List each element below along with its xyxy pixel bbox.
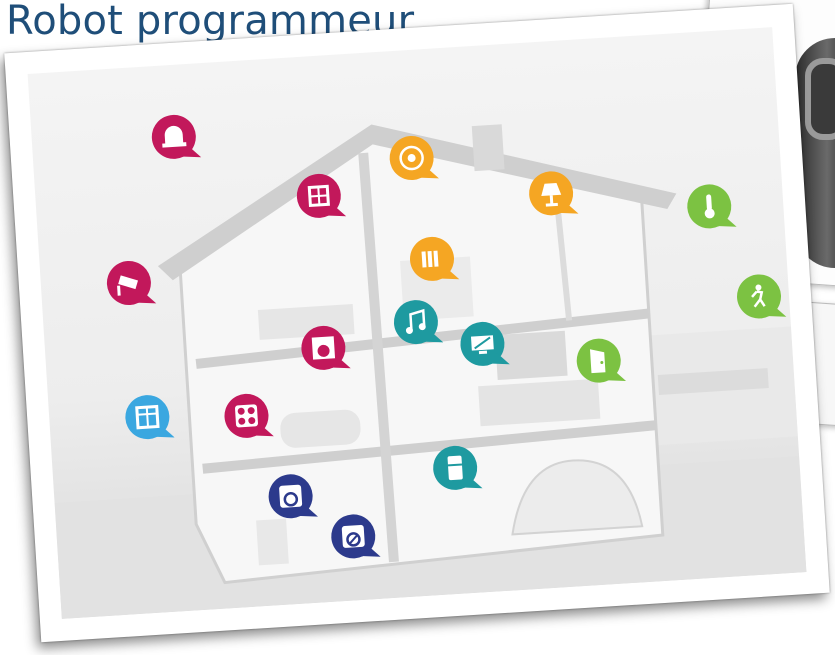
- sofa: [478, 378, 601, 427]
- car: [511, 459, 644, 536]
- terrace-bench: [657, 368, 769, 395]
- cooktop-icon: [223, 392, 274, 440]
- oven-icon: [300, 324, 351, 372]
- music-icon: [392, 298, 444, 346]
- security-camera-icon: [105, 259, 157, 307]
- middle-floor: [202, 420, 657, 474]
- thermometer-icon: [685, 182, 737, 230]
- wall-tv: [494, 330, 568, 381]
- kitchen-island: [280, 409, 361, 448]
- device-icons-layer: [105, 113, 787, 560]
- washing-machine-icon: [267, 472, 318, 520]
- house-cutaway-illustration: [27, 27, 807, 619]
- center-wall: [358, 152, 399, 563]
- door-sensor-icon: [575, 337, 627, 385]
- lamp-icon: [527, 169, 579, 217]
- television-icon: [459, 320, 510, 368]
- roof: [157, 124, 677, 281]
- smoke-detector-icon: [388, 134, 439, 182]
- laundry-cabinet: [256, 518, 289, 566]
- refrigerator-icon: [431, 444, 483, 492]
- smart-home-photo: [4, 3, 830, 643]
- chimney: [471, 124, 505, 172]
- shutter-icon: [124, 393, 175, 441]
- smart-window-icon: [295, 172, 347, 220]
- dryer-icon: [329, 512, 381, 560]
- radiator-icon: [408, 235, 460, 283]
- motion-sensor-icon: [735, 272, 787, 320]
- alarm-siren-icon: [150, 113, 202, 161]
